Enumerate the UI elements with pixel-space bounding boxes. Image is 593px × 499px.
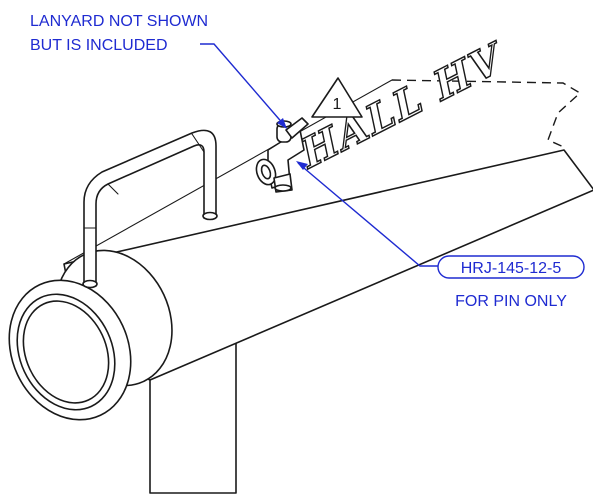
callout-lanyard-line1: LANYARD NOT SHOWN: [30, 13, 208, 30]
callout-lanyard-line2: BUT IS INCLUDED: [30, 37, 168, 54]
end-cap: [8, 249, 173, 421]
revision-flag: 1: [311, 77, 363, 118]
ball-lock-pin: [255, 117, 309, 193]
callout-part-number-label: HRJ-145-12-5: [461, 260, 562, 277]
handle: [82, 129, 218, 289]
revision-flag-number: 1: [333, 96, 342, 113]
tube-break-outline: [391, 79, 582, 149]
callout-part-note: FOR PIN ONLY: [455, 293, 567, 310]
callout-lanyard: LANYARD NOT SHOWN BUT IS INCLUDED: [30, 13, 287, 129]
callout-part-number: HRJ-145-12-5 FOR PIN ONLY: [296, 161, 585, 310]
